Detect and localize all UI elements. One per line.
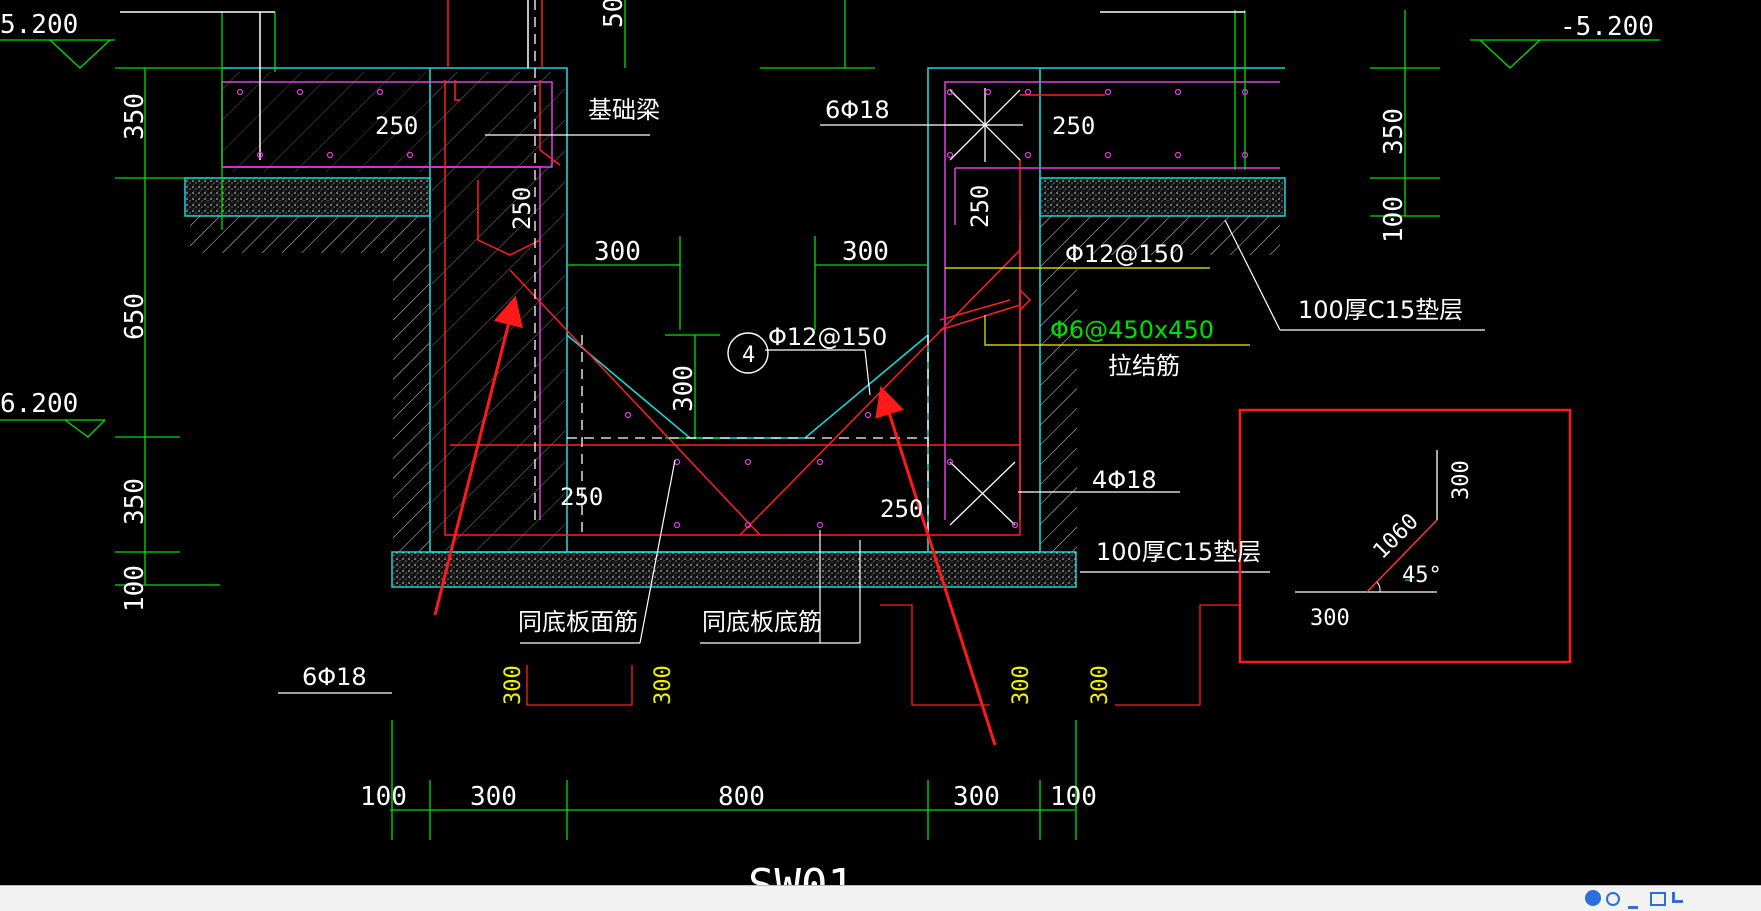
cushion-layers	[184, 177, 1286, 588]
input-method-icon[interactable]	[1585, 890, 1601, 906]
bar-dim-4: 300	[1088, 665, 1113, 705]
label-beam-250-right: 250	[1052, 112, 1095, 140]
detail-marker-circle	[727, 332, 769, 374]
callout-c15-cushion-bottom: 100厚C15垫层	[1096, 538, 1261, 566]
callout-6phi18-top: 6Φ18	[825, 96, 890, 124]
elevation-mid-left: 6.200	[0, 389, 78, 419]
keyboard-icon[interactable]	[1650, 892, 1666, 906]
callout-c15-cushion-right: 100厚C15垫层	[1298, 296, 1463, 324]
callout-phi6-tie: Φ6@450x450	[1050, 316, 1214, 344]
callout-phi12-150-center: Φ12@150	[768, 323, 887, 351]
elevation-top-left: 5.200	[0, 10, 78, 40]
detail-horizontal-leg: 300	[1310, 606, 1350, 631]
dimension-lines-green	[0, 0, 1660, 840]
bar-shape-sketches	[526, 604, 1240, 706]
dim-left-350-bottom: 350	[120, 478, 150, 525]
label-beam-250-left: 250	[375, 112, 418, 140]
status-bar	[0, 885, 1761, 911]
left-wall-concrete	[432, 72, 565, 550]
dim-left-100: 100	[120, 565, 150, 612]
elevation-top-right: -5.200	[1560, 12, 1654, 42]
callout-same-top-bar: 同底板面筋	[518, 608, 638, 636]
leader-lines	[278, 124, 1485, 694]
dim-bottom-100-left: 100	[360, 782, 407, 812]
bar-dim-2: 300	[651, 665, 676, 705]
detail-box	[1238, 408, 1572, 664]
label-haunch-300-vertical: 300	[669, 365, 699, 412]
dim-top-partial: 50	[599, 0, 629, 28]
tie-leader	[945, 267, 1250, 346]
callout-tie-bar: 拉结筋	[1108, 352, 1180, 380]
callout-same-bottom-bar: 同底板底筋	[702, 608, 822, 636]
label-wall-250-right: 250	[966, 185, 994, 228]
label-haunch-300-left: 300	[594, 237, 641, 267]
bar-dim-1: 300	[501, 665, 526, 705]
label-slab-250-left: 250	[560, 483, 603, 511]
detail-diagonal-length: 1060	[1369, 509, 1424, 564]
dim-right-350: 350	[1379, 108, 1409, 155]
dim-left-350-top: 350	[120, 93, 150, 140]
detail-marker-number: 4	[742, 343, 755, 368]
dim-bottom-800: 800	[718, 782, 765, 812]
punctuation-icon[interactable]	[1606, 892, 1620, 906]
callout-phi12-150-right: Φ12@150	[1065, 240, 1184, 268]
detail-angle: 45°	[1402, 563, 1442, 588]
dim-left-650: 650	[120, 293, 150, 340]
dim-bottom-300-left: 300	[470, 782, 517, 812]
soil-hatch	[190, 215, 1280, 553]
label-wall-250-left: 250	[508, 187, 536, 230]
tool-icon[interactable]	[1672, 892, 1683, 903]
top-verticals	[120, 0, 1245, 160]
callout-4phi18: 4Φ18	[1092, 466, 1157, 494]
half-width-icon[interactable]	[1628, 890, 1638, 909]
detail-vertical-leg: 300	[1449, 460, 1474, 500]
bar-dim-3: 300	[1009, 665, 1034, 705]
callout-foundation-beam: 基础梁	[588, 96, 660, 124]
label-haunch-300-right: 300	[842, 237, 889, 267]
callout-6phi18-bottom: 6Φ18	[302, 663, 367, 691]
rebar-dots	[236, 88, 1249, 529]
dim-bottom-100-right: 100	[1050, 782, 1097, 812]
hidden-lines	[534, 0, 929, 540]
dim-right-100: 100	[1379, 196, 1409, 243]
dim-bottom-300-right: 300	[953, 782, 1000, 812]
annotation-arrows	[433, 295, 997, 746]
label-slab-250-right: 250	[880, 495, 923, 523]
left-beam-concrete	[222, 72, 430, 172]
